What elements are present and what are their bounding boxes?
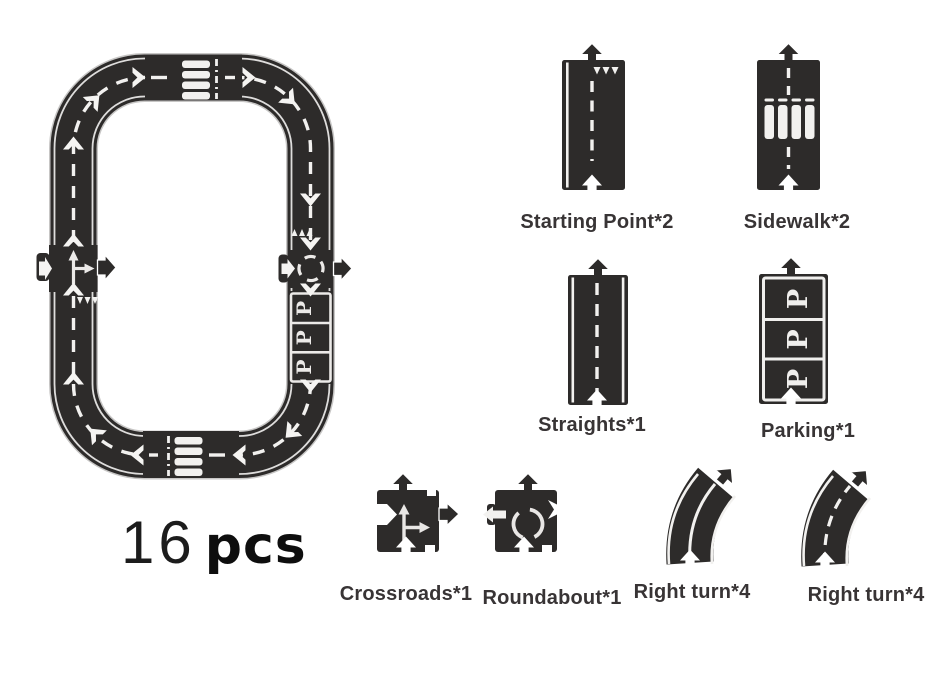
roundabout-piece-icon bbox=[483, 473, 567, 555]
svg-text:P: P bbox=[783, 329, 814, 349]
piece-count-number: 16 bbox=[121, 509, 196, 576]
svg-text:P: P bbox=[292, 301, 316, 316]
sidewalk-piece-icon bbox=[757, 43, 820, 193]
starting-point-marks bbox=[77, 229, 313, 304]
piece-count: 16 pcs bbox=[121, 508, 307, 577]
piece-label-parking: Parking*1 bbox=[760, 420, 856, 442]
straight-piece-icon bbox=[568, 258, 628, 408]
piece-label-right-turn-2: Right turn*4 bbox=[807, 584, 925, 606]
crossroads-junction bbox=[36, 245, 117, 292]
piece-count-unit: pcs bbox=[204, 516, 307, 576]
piece-label-right-turn-1: Right turn*4 bbox=[633, 581, 751, 603]
crossroads-piece-icon bbox=[373, 473, 459, 555]
svg-text:P: P bbox=[783, 369, 814, 389]
piece-label-straights: Straights*1 bbox=[538, 414, 646, 436]
piece-label-crossroads: Crossroads*1 bbox=[339, 583, 473, 605]
piece-label-roundabout: Roundabout*1 bbox=[482, 587, 622, 609]
parking-bay: P P P bbox=[287, 291, 334, 384]
piece-label-starting-point: Starting Point*2 bbox=[520, 211, 674, 233]
starting-point-piece-icon bbox=[562, 43, 625, 193]
svg-text:P: P bbox=[783, 289, 814, 309]
zebra-crossing-bottom bbox=[143, 431, 239, 477]
piece-label-sidewalk: Sidewalk*2 bbox=[743, 211, 851, 233]
assembled-track-icon: P P P bbox=[36, 53, 353, 480]
svg-text:P: P bbox=[292, 330, 316, 345]
zebra-crossing-top bbox=[145, 54, 242, 101]
svg-text:P: P bbox=[292, 359, 316, 374]
parking-piece-icon: P P P bbox=[759, 257, 828, 406]
right-turn-dashed-piece-icon bbox=[801, 467, 876, 569]
roundabout-junction bbox=[278, 250, 353, 288]
right-turn-solid-piece-icon bbox=[666, 465, 741, 567]
